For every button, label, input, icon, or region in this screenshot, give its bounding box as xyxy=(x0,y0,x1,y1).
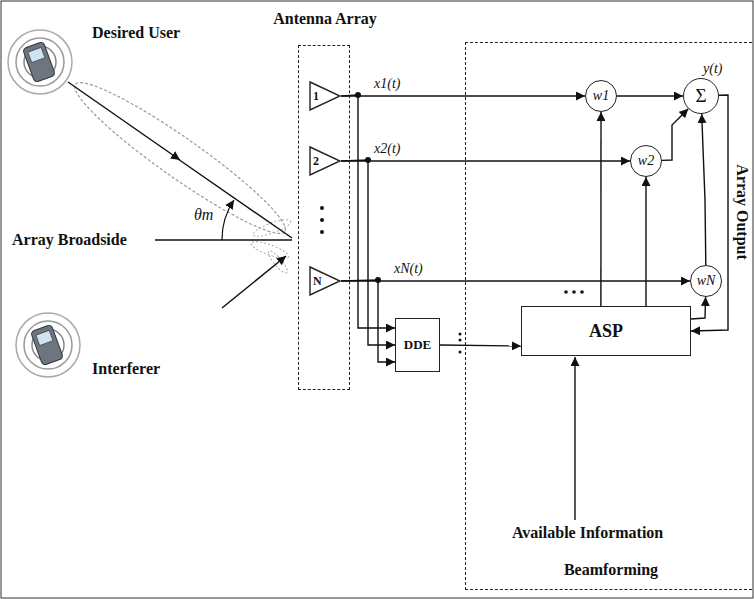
antenna-number: 2 xyxy=(313,154,319,169)
beamforming-box: Beamforming w1 w2 wN Σ ASP xyxy=(465,42,754,590)
signal-name: x1(t) xyxy=(372,76,402,92)
axis-label: Array Broadside xyxy=(12,231,127,249)
angle-arc xyxy=(222,200,234,240)
node-label: w1 xyxy=(593,88,609,104)
weight-circle: w2 xyxy=(630,145,662,177)
estimator-box: DDE xyxy=(395,318,440,372)
antenna-array-box: Antenna Array12N xyxy=(298,45,350,390)
antenna-element: N xyxy=(309,266,341,296)
signal-connector xyxy=(341,160,630,161)
signal-connector xyxy=(341,280,690,281)
antenna-element: 1 xyxy=(309,81,341,111)
summer-circle: Σ xyxy=(683,78,719,114)
output-label: Array Output xyxy=(733,164,751,260)
desired-signal-line xyxy=(178,159,292,238)
desired-user-phone xyxy=(8,30,72,94)
signal-connector xyxy=(440,345,521,346)
weight-circle: wN xyxy=(690,265,722,297)
signal-name: x2(t) xyxy=(372,141,402,157)
signal-connector xyxy=(691,95,728,331)
main-lobe xyxy=(64,68,296,248)
output-signal: y(t) xyxy=(703,60,722,78)
array-heading: Antenna Array xyxy=(225,10,425,28)
broadside-line xyxy=(155,239,292,241)
signal-connector xyxy=(662,109,688,161)
antenna-number: 1 xyxy=(313,89,319,104)
signal-connector xyxy=(645,177,646,306)
desired-signal-arrow xyxy=(68,82,180,160)
info-arrow xyxy=(574,357,575,520)
side-lobes xyxy=(249,216,292,275)
processor-box: ASP xyxy=(521,306,691,356)
node-label: wN xyxy=(697,273,716,289)
weight-circle: w1 xyxy=(585,80,617,112)
signal-name: xN(t) xyxy=(392,261,425,277)
node-label: DDE xyxy=(404,337,431,353)
signal-connector xyxy=(702,114,706,265)
signal-connector xyxy=(691,297,706,319)
region-heading: Beamforming xyxy=(564,561,658,579)
user-label: Desired User xyxy=(92,24,180,42)
node-label: ASP xyxy=(589,321,623,342)
antenna-element: 2 xyxy=(309,146,341,176)
signal-connector xyxy=(600,112,601,306)
angle-label: θm xyxy=(194,206,213,224)
antenna-number: N xyxy=(313,274,322,289)
node-label: Σ xyxy=(695,85,706,107)
signal-connector xyxy=(617,95,683,96)
interferer-phone xyxy=(16,313,80,377)
interferer-arrow xyxy=(222,256,286,308)
signal-connector xyxy=(341,95,585,96)
node-label: w2 xyxy=(638,153,654,169)
user-label: Interferer xyxy=(92,360,160,378)
info-label: Available Information xyxy=(512,524,663,542)
